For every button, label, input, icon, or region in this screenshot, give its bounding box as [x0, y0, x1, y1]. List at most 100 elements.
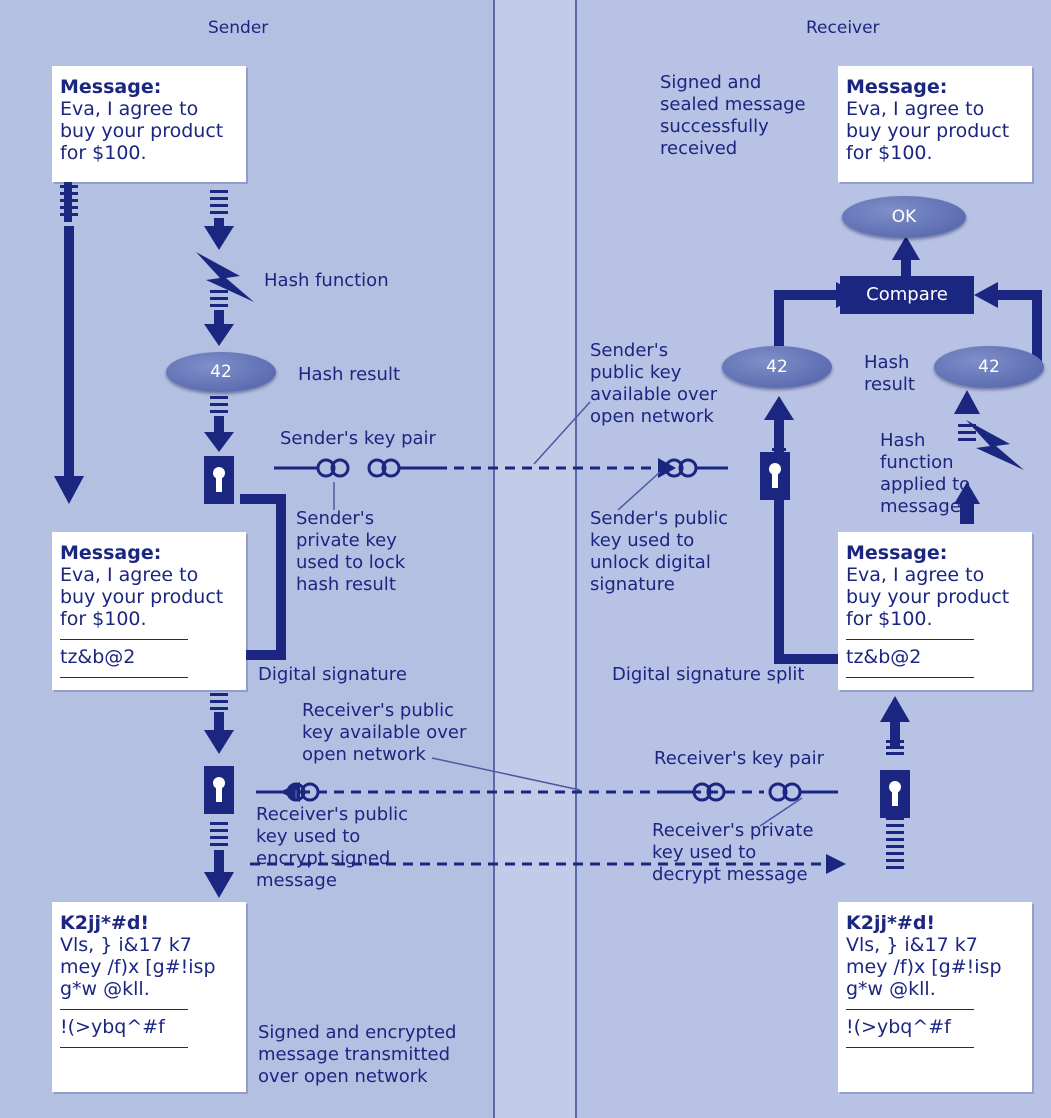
lock-icon	[880, 770, 910, 818]
sender-private-key-label: Sender's private key used to lock hash r…	[296, 508, 476, 596]
label-line: over open network	[258, 1066, 428, 1087]
separator	[60, 1047, 188, 1048]
encrypted-line: mey /f)x [g#!isp	[846, 956, 1002, 978]
encrypted-line: mey /f)x [g#!isp	[60, 956, 216, 978]
label-line: available over	[590, 384, 718, 405]
separator	[846, 1009, 974, 1010]
ok-oval: OK	[842, 196, 966, 238]
message-line: buy your product	[846, 586, 1010, 608]
label-line: signature	[590, 574, 675, 595]
sender-public-unlock-label: Sender's public key used to unlock digit…	[590, 508, 770, 596]
sender-encrypted-message: K2jj*#d! Vls, } i&17 k7 mey /f)x [g#!isp…	[52, 902, 246, 1092]
message-line: Eva, I agree to	[60, 98, 199, 120]
digital-signature-label: Digital signature	[258, 664, 407, 685]
label-line: message	[880, 496, 961, 517]
separator	[60, 1009, 188, 1010]
hash-result-right-label: Hash result	[864, 352, 934, 396]
label-line: Signed and encrypted	[258, 1022, 457, 1043]
message-line: buy your product	[60, 586, 224, 608]
receiver-public-encrypt-label: Receiver's public key used to encrypt si…	[256, 804, 456, 892]
label-line: open network	[590, 406, 714, 427]
encrypted-line: g*w @kll.	[60, 978, 150, 1000]
label-line: hash result	[296, 574, 396, 595]
message-line: for $100.	[846, 608, 933, 630]
dash-stack-1	[60, 185, 78, 216]
encrypted-line: g*w @kll.	[846, 978, 936, 1000]
label-line: decrypt message	[652, 864, 808, 885]
label-line: unlock digital	[590, 552, 711, 573]
digital-signature-split-label: Digital signature split	[612, 664, 805, 685]
encrypted-signature: !(>ybq^#f	[846, 1016, 951, 1038]
digital-signature-value: tz&b@2	[60, 646, 136, 668]
message-line: for $100.	[846, 142, 933, 164]
receiver-encrypted-message: K2jj*#d! Vls, } i&17 k7 mey /f)x [g#!isp…	[838, 902, 1032, 1092]
message-heading: Message:	[846, 76, 948, 98]
message-line: for $100.	[60, 142, 147, 164]
label-line: open network	[302, 744, 426, 765]
label-line: Hash	[864, 352, 910, 373]
sender-hash-oval: 42	[166, 352, 276, 392]
hash-function-label: Hash function	[264, 270, 389, 291]
label-line: key used to	[652, 842, 757, 863]
compare-box: Compare	[840, 276, 974, 314]
encrypted-line: Vls, } i&17 k7	[846, 934, 978, 956]
encrypted-heading: K2jj*#d!	[60, 912, 150, 934]
separator	[60, 639, 188, 640]
label-line: key used to	[590, 530, 695, 551]
label-line: Signed and	[660, 72, 762, 93]
receiver-hash-oval-right: 42	[934, 346, 1044, 388]
divider-right	[575, 0, 577, 1118]
label-line: Sender's	[590, 340, 669, 361]
sender-original-message: Message: Eva, I agree to buy your produc…	[52, 66, 246, 182]
message-line: buy your product	[846, 120, 1010, 142]
signed-sealed-label: Signed and sealed message successfully r…	[660, 72, 820, 160]
lock-icon	[204, 456, 234, 504]
label-line: public key	[590, 362, 682, 383]
receiver-decrypted-message: Message: Eva, I agree to buy your produc…	[838, 532, 1032, 690]
receiver-original-message: Message: Eva, I agree to buy your produc…	[838, 66, 1032, 182]
label-line: used to lock	[296, 552, 406, 573]
label-line: Hash	[880, 430, 926, 451]
receiver-header: Receiver	[806, 18, 880, 38]
hash-result-label: Hash result	[298, 364, 400, 385]
receiver-public-available-label: Receiver's public key available over ope…	[302, 700, 522, 766]
sender-header: Sender	[208, 18, 269, 38]
separator	[846, 1047, 974, 1048]
message-heading: Message:	[60, 76, 162, 98]
label-line: private key	[296, 530, 397, 551]
hash-function-applied-label: Hash function applied to message	[880, 430, 980, 518]
label-line: successfully	[660, 116, 769, 137]
encrypted-signature: !(>ybq^#f	[60, 1016, 165, 1038]
label-line: Sender's	[296, 508, 375, 529]
label-line: applied to	[880, 474, 971, 495]
label-line: result	[864, 374, 915, 395]
separator	[60, 677, 188, 678]
encrypted-line: Vls, } i&17 k7	[60, 934, 192, 956]
message-heading: Message:	[60, 542, 162, 564]
label-line: Sender's public	[590, 508, 729, 529]
receiver-hash-oval-left: 42	[722, 346, 832, 388]
sender-public-available-label: Sender's public key available over open …	[590, 340, 760, 428]
label-line: received	[660, 138, 738, 159]
receiver-private-key-label: Receiver's private key used to decrypt m…	[652, 820, 852, 886]
label-line: Receiver's public	[302, 700, 455, 721]
network-gap	[493, 0, 575, 1118]
message-line: buy your product	[60, 120, 224, 142]
divider-left	[493, 0, 495, 1118]
label-line: Receiver's private	[652, 820, 814, 841]
label-line: sealed message	[660, 94, 806, 115]
lock-icon	[760, 452, 790, 500]
label-line: Receiver's public	[256, 804, 409, 825]
encrypted-heading: K2jj*#d!	[846, 912, 936, 934]
label-line: function	[880, 452, 954, 473]
separator	[846, 639, 974, 640]
message-line: Eva, I agree to	[846, 564, 985, 586]
label-line: key used to	[256, 826, 361, 847]
label-line: message transmitted	[258, 1044, 451, 1065]
lock-icon	[204, 766, 234, 814]
label-line: key available over	[302, 722, 467, 743]
label-line: encrypt signed	[256, 848, 391, 869]
label-line: message	[256, 870, 337, 891]
signed-message-box: Message: Eva, I agree to buy your produc…	[52, 532, 246, 690]
digital-signature-value: tz&b@2	[846, 646, 922, 668]
